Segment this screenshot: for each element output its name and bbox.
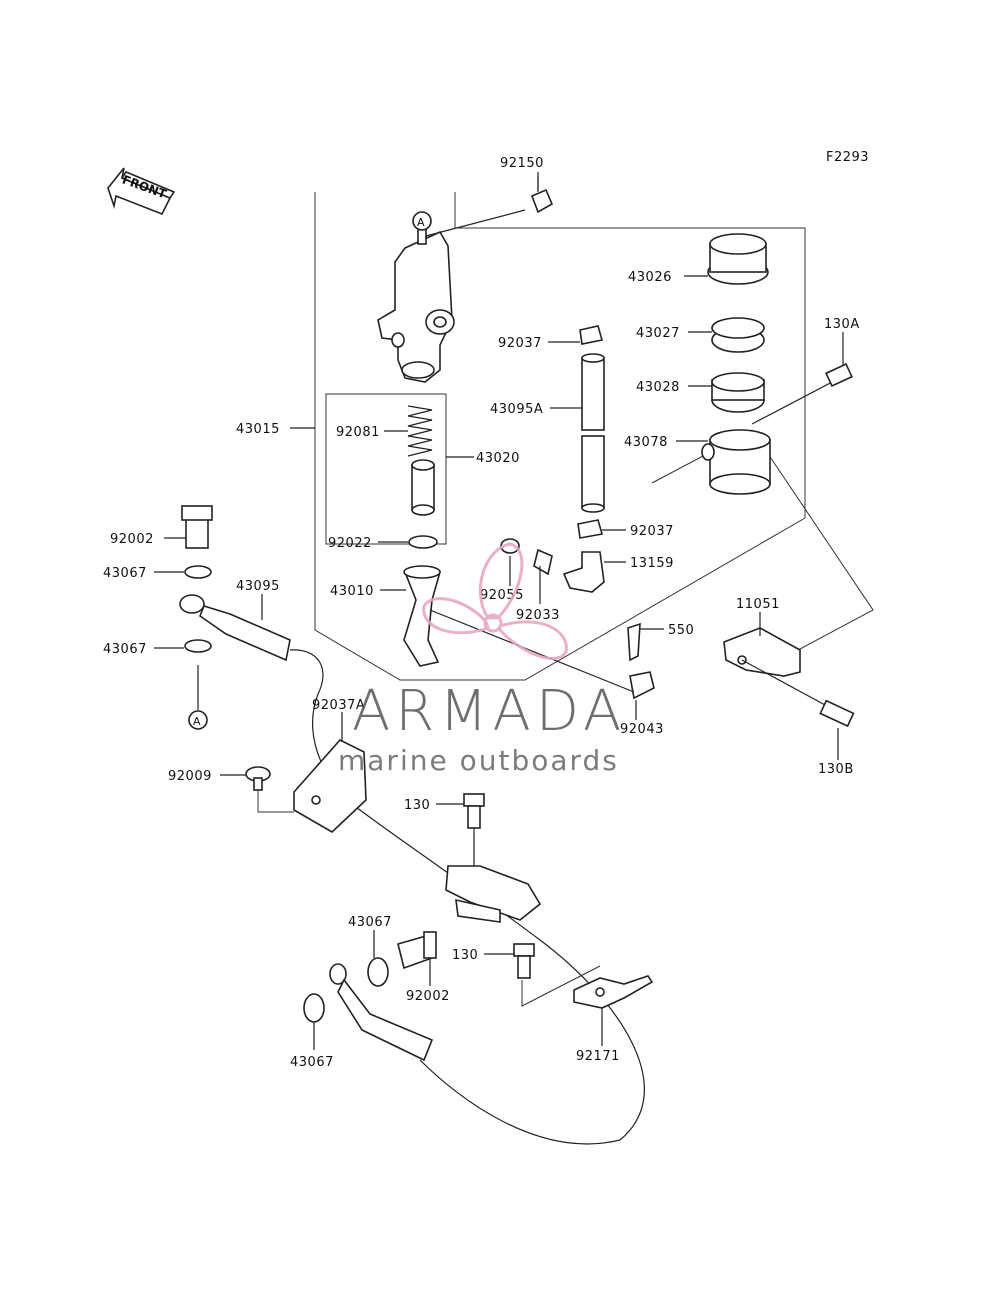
- part-label: 130B: [818, 762, 854, 777]
- banjo-bolt-92002-lower: [397, 931, 437, 970]
- clamp-92037-top: [579, 325, 604, 345]
- clamp-92171: [573, 975, 654, 1009]
- fitting-92150: [530, 176, 554, 214]
- part-label: 92043: [620, 722, 664, 737]
- washer-43067-a: [184, 565, 212, 579]
- plate-43028: [711, 372, 765, 413]
- part-label: 92150: [500, 156, 544, 171]
- clevis-pin-92043: [629, 671, 655, 700]
- bracket-11051: [723, 627, 801, 677]
- part-label: 43027: [636, 326, 680, 341]
- piston-43020: [411, 459, 435, 516]
- part-label: 43095: [236, 579, 280, 594]
- watermark-brand: ARMADA: [352, 679, 626, 744]
- reservoir-43078: [701, 429, 771, 495]
- part-label: 43067: [103, 566, 147, 581]
- propeller-icon: [422, 542, 568, 660]
- kit-box-43020: [325, 393, 447, 545]
- spring-92081: [407, 405, 433, 457]
- hose-43095a: [581, 353, 605, 513]
- screw-92009: [245, 766, 294, 813]
- callout-a-bottom: A: [188, 710, 208, 730]
- part-label: 11051: [736, 597, 780, 612]
- armada-logo-watermark: ARMADA marine outboards: [338, 542, 626, 777]
- part-label: 92033: [516, 608, 560, 623]
- leader-lines: [154, 172, 844, 1050]
- callout-a-top: A: [412, 211, 432, 231]
- hose-end-lower: [329, 963, 434, 1062]
- part-label: 43026: [628, 270, 672, 285]
- part-label: 130A: [824, 317, 860, 332]
- banjo-bolt-92002-upper: [181, 505, 213, 549]
- bolt-130-lower: [513, 943, 601, 1007]
- washer-43067-b: [184, 639, 212, 653]
- part-label: 43067: [290, 1055, 334, 1070]
- part-label: 43015: [236, 422, 280, 437]
- part-label: 92037A: [312, 698, 365, 713]
- push-rod-43010: [403, 565, 442, 667]
- part-label: 92081: [336, 425, 380, 440]
- figure-code: F2293: [826, 150, 869, 165]
- part-label: 92009: [168, 769, 212, 784]
- part-label: 43010: [330, 584, 374, 599]
- part-label: 43020: [476, 451, 520, 466]
- watermark-tagline: marine outboards: [338, 744, 619, 777]
- part-label: 130: [404, 798, 430, 813]
- part-label: 550: [668, 623, 694, 638]
- svg-text:A: A: [417, 216, 425, 229]
- part-label: 92171: [576, 1049, 620, 1064]
- front-arrow-icon: FRONT: [107, 167, 176, 216]
- bolt-130a: [751, 362, 853, 425]
- bolt-130b: [741, 659, 855, 728]
- part-label: 13159: [630, 556, 674, 571]
- part-label: 43067: [103, 642, 147, 657]
- assembly-outline: [314, 192, 806, 681]
- svg-text:A: A: [193, 715, 201, 728]
- part-label: 130: [452, 948, 478, 963]
- elbow-13159: [562, 551, 605, 593]
- part-label: 92037: [630, 524, 674, 539]
- reservoir-cap-43026: [707, 233, 769, 285]
- part-label: 92002: [406, 989, 450, 1004]
- cotter-pin-550: [627, 622, 641, 662]
- hose-43095: [179, 594, 645, 1145]
- part-label: 43078: [624, 435, 668, 450]
- hose-sleeve-clamp: [445, 865, 542, 923]
- hose-guide-92037a: [293, 739, 367, 833]
- part-label: 92037: [498, 336, 542, 351]
- part-label: 43095A: [490, 402, 543, 417]
- washer-43067-c: [367, 957, 389, 987]
- clamp-92037-bottom: [577, 519, 604, 539]
- circlip-92022: [408, 535, 438, 549]
- clip-92033: [533, 548, 553, 576]
- part-label: 92002: [110, 532, 154, 547]
- bracket-outline: [651, 429, 874, 658]
- part-label: 43028: [636, 380, 680, 395]
- diaphragm-43027: [711, 317, 765, 353]
- washer-43067-d: [303, 993, 325, 1023]
- part-labels: 92150 43026 43027 43028 43078 130A 92037…: [103, 156, 860, 1070]
- part-label: 92022: [328, 536, 372, 551]
- master-cylinder-body: [377, 209, 526, 383]
- part-label: 43067: [348, 915, 392, 930]
